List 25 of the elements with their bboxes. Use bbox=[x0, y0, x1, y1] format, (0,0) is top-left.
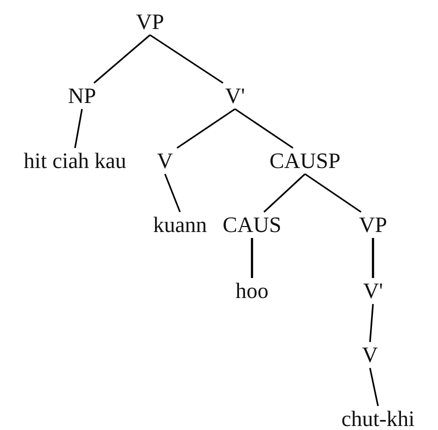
tree-node-label: V bbox=[157, 149, 173, 173]
tree-branch bbox=[263, 173, 306, 213]
tree-branch bbox=[164, 174, 181, 212]
tree-node-label: VP bbox=[358, 213, 388, 237]
tree-node-label: V bbox=[362, 343, 378, 367]
tree-branch bbox=[250, 238, 254, 278]
tree-branch bbox=[304, 173, 362, 213]
tree-branch bbox=[369, 304, 374, 342]
tree-node-label: CAUS bbox=[222, 213, 282, 237]
tree-branch bbox=[150, 34, 224, 84]
tree-node-label: NP bbox=[68, 84, 96, 108]
tree-node-label: chut-khi bbox=[341, 407, 415, 430]
tree-branch bbox=[93, 34, 151, 84]
tree-branch bbox=[176, 108, 236, 149]
tree-node-label: hoo bbox=[236, 279, 268, 303]
tree-node-label: CAUSP bbox=[270, 149, 340, 173]
tree-node-label: V' bbox=[225, 84, 245, 108]
tree-node-label: hit ciah kau bbox=[24, 149, 126, 173]
tree-node-label: V' bbox=[363, 279, 383, 303]
tree-node-label: kuann bbox=[153, 213, 207, 237]
tree-branch bbox=[372, 238, 374, 278]
tree-branch bbox=[369, 368, 379, 406]
tree-branch bbox=[74, 108, 83, 148]
tree-branch bbox=[234, 108, 294, 149]
tree-node-label: VP bbox=[136, 10, 164, 34]
